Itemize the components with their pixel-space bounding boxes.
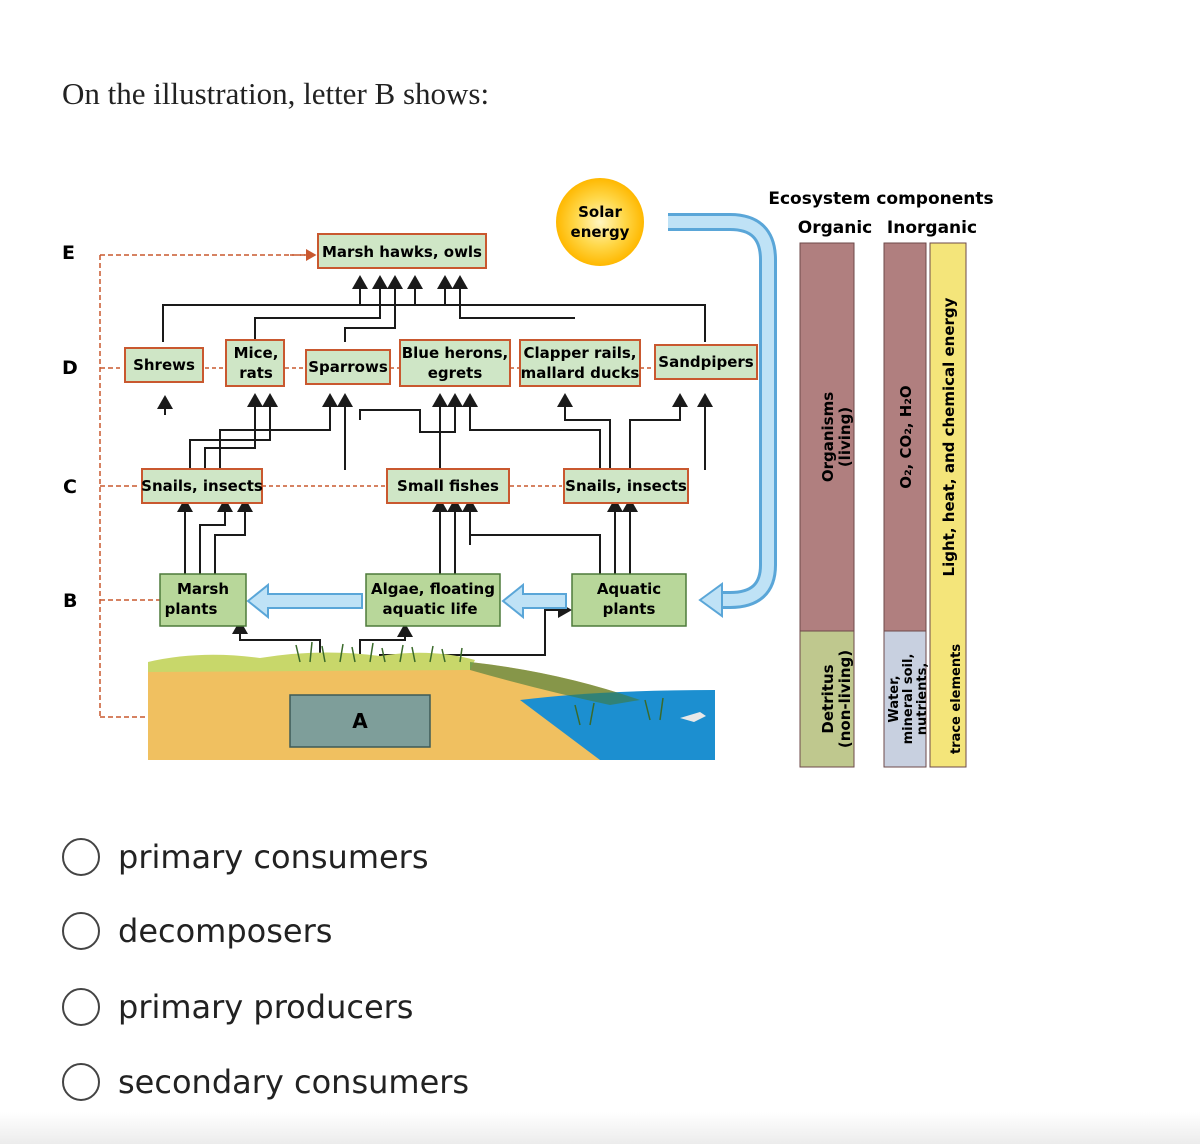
box-mice bbox=[225, 339, 285, 387]
label-aquatic-2: plants bbox=[603, 600, 656, 618]
box-marsh-plants bbox=[159, 573, 247, 627]
solar-arrowhead bbox=[698, 582, 723, 618]
box-small-fishes bbox=[386, 468, 510, 504]
box-snails-left bbox=[141, 468, 263, 504]
letter-e: E bbox=[62, 242, 75, 264]
food-web-arrows bbox=[157, 275, 713, 695]
box-a bbox=[289, 694, 431, 748]
option-label: primary producers bbox=[118, 988, 414, 1026]
radio-button[interactable] bbox=[62, 988, 100, 1026]
box-herons bbox=[399, 339, 511, 387]
label-snails-left: Snails, insects bbox=[141, 477, 263, 495]
label-herons-2: egrets bbox=[428, 364, 483, 382]
label-algae-2: aquatic life bbox=[382, 600, 477, 618]
label-sparrows: Sparrows bbox=[308, 358, 388, 376]
gases-label: O₂, CO₂, H₂O bbox=[897, 385, 915, 488]
option-secondary-consumers[interactable]: secondary consumers bbox=[62, 1058, 469, 1106]
components-title: Ecosystem components bbox=[768, 189, 993, 209]
label-algae-1: Algae, floating bbox=[371, 580, 495, 598]
detritus-label-1: Detritus bbox=[819, 664, 837, 733]
bottom-shadow bbox=[0, 1112, 1200, 1144]
box-sandpipers bbox=[654, 344, 758, 380]
detritus-label-2: (non-living) bbox=[836, 650, 854, 748]
energy-arrow-mid bbox=[501, 582, 567, 620]
energy-arrow-left bbox=[246, 582, 363, 620]
water-label-1: Water, bbox=[887, 675, 902, 722]
water-label-2: mineral soil, bbox=[901, 654, 916, 745]
option-label: decomposers bbox=[118, 912, 333, 950]
box-snails-right bbox=[563, 468, 689, 504]
label-sandpipers: Sandpipers bbox=[658, 353, 754, 371]
letter-d: D bbox=[62, 357, 78, 379]
option-decomposers[interactable]: decomposers bbox=[62, 907, 332, 955]
light-label: Light, heat, and chemical energy bbox=[940, 297, 958, 576]
box-aquatic-plants bbox=[571, 573, 687, 627]
label-herons-1: Blue herons, bbox=[402, 344, 509, 362]
box-marsh-hawks bbox=[317, 233, 487, 269]
ecosystem-diagram: E D C B Solar energy bbox=[62, 178, 994, 768]
letter-c: C bbox=[63, 476, 77, 498]
box-rails bbox=[519, 339, 641, 387]
detritus-links bbox=[205, 249, 655, 487]
solar-energy-arrow bbox=[668, 213, 777, 609]
box-sparrows bbox=[305, 349, 391, 385]
option-primary-producers[interactable]: primary producers bbox=[62, 983, 413, 1031]
organic-label: Organic bbox=[798, 218, 872, 238]
sun-icon bbox=[556, 178, 644, 266]
gases-bar bbox=[883, 242, 927, 632]
solar-label-2: energy bbox=[571, 223, 630, 241]
water-label-4: trace elements bbox=[949, 644, 964, 754]
box-algae bbox=[365, 573, 501, 627]
label-shrews: Shrews bbox=[133, 356, 195, 374]
label-marsh-2: plants bbox=[165, 600, 218, 618]
label-mice-1: Mice, bbox=[234, 344, 279, 362]
option-label: secondary consumers bbox=[118, 1063, 470, 1101]
label-rails-2: mallard ducks bbox=[521, 364, 640, 382]
organisms-label-1: Organisms bbox=[819, 392, 837, 482]
water-bar bbox=[883, 630, 927, 768]
letter-b: B bbox=[63, 590, 77, 612]
label-marsh-hawks: Marsh hawks, owls bbox=[322, 243, 482, 261]
radio-button[interactable] bbox=[62, 912, 100, 950]
option-label: primary consumers bbox=[118, 838, 429, 876]
letter-a: A bbox=[352, 709, 368, 733]
decomposition-paths bbox=[99, 254, 310, 718]
light-bar bbox=[929, 242, 967, 768]
inorganic-label: Inorganic bbox=[887, 218, 977, 238]
box-shrews bbox=[124, 347, 204, 383]
organisms-label-2: (living) bbox=[836, 407, 854, 467]
option-primary-consumers[interactable]: primary consumers bbox=[62, 833, 429, 881]
solar-label-1: Solar bbox=[578, 203, 622, 221]
label-aquatic-1: Aquatic bbox=[597, 580, 661, 598]
organisms-bar bbox=[799, 242, 855, 632]
question-text: On the illustration, letter B shows: bbox=[62, 76, 490, 111]
label-mice-2: rats bbox=[239, 364, 273, 382]
radio-button[interactable] bbox=[62, 1063, 100, 1101]
water-label-3: nutrients, bbox=[915, 663, 930, 736]
label-rails-1: Clapper rails, bbox=[524, 344, 637, 362]
label-small-fishes: Small fishes bbox=[397, 477, 499, 495]
marsh-landscape bbox=[148, 641, 715, 760]
detritus-bar bbox=[799, 630, 855, 768]
radio-button[interactable] bbox=[62, 838, 100, 876]
label-marsh-1: Marsh bbox=[177, 580, 229, 598]
label-snails-right: Snails, insects bbox=[565, 477, 687, 495]
